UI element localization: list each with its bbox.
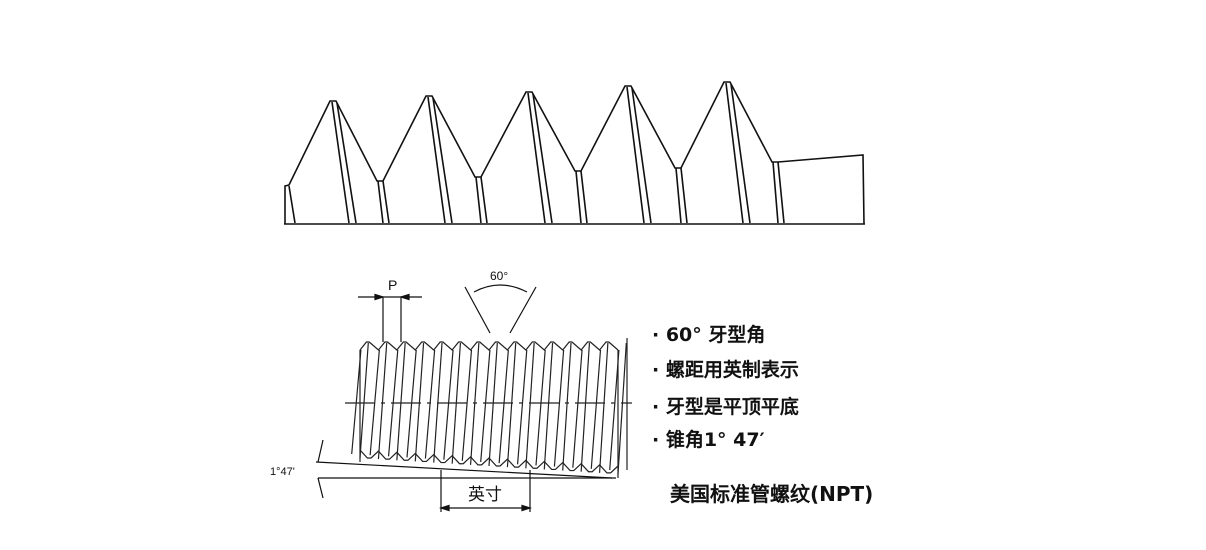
thread-crest-top <box>359 341 619 351</box>
thread-angle-label: 60° <box>490 269 508 283</box>
root-flank-line <box>675 167 682 224</box>
thread-helix-line <box>488 342 498 467</box>
root-flank-line <box>680 167 688 224</box>
thread-helix-line <box>553 349 565 467</box>
thread-helix-line <box>461 349 473 461</box>
root-flank-line <box>772 161 779 224</box>
root-flank-line <box>377 180 384 224</box>
root-flank-line <box>480 176 488 224</box>
taper-angle-label: 1°47' <box>270 466 295 478</box>
thread-helix-line <box>580 342 591 472</box>
root-flank-line <box>288 185 296 224</box>
root-flank-line <box>382 180 390 224</box>
thread-helix-line <box>506 342 517 468</box>
tapered-thread-body <box>345 338 632 478</box>
thread-helix-line <box>572 349 583 468</box>
root-flank-line <box>777 161 785 224</box>
thread-helix-line <box>543 342 554 470</box>
thread-helix-line <box>351 349 362 455</box>
thread-helix-line <box>525 342 535 469</box>
thread-helix-line <box>396 342 406 461</box>
thread-helix-line <box>469 342 480 465</box>
crest-flank-line <box>725 82 744 224</box>
inch-label: 英寸 <box>468 485 502 504</box>
thread-helix-line <box>406 349 417 458</box>
feature-pitch-imperial: · 螺距用英制表示 <box>652 359 799 381</box>
root-flank-line <box>580 170 588 224</box>
thread-helix-line <box>590 349 602 469</box>
feature-flat-crest-root: · 牙型是平顶平底 <box>652 396 799 418</box>
crest-flank-line <box>527 92 546 224</box>
thread-helix-line <box>598 342 609 473</box>
thread-helix-line <box>498 349 509 464</box>
crest-flank-line <box>631 87 652 224</box>
diagram-title: 美国标准管螺纹(NPT) <box>670 482 874 506</box>
thread-profile-top <box>284 81 865 225</box>
root-flank-line <box>475 176 482 224</box>
crest-flank-line <box>331 101 350 224</box>
crest-flank-line <box>336 102 357 224</box>
thread-helix-line <box>609 349 620 471</box>
crest-flank-line <box>427 96 446 224</box>
thread-helix-line <box>562 342 572 471</box>
thread-helix-line <box>443 349 454 460</box>
crest-flank-line <box>626 86 645 224</box>
crest-flank-line <box>432 97 453 224</box>
inch-dimension: 英寸 <box>438 470 533 512</box>
crest-flank-line <box>730 83 751 224</box>
root-flank-line <box>575 170 582 224</box>
pitch-dimension: P <box>358 277 422 342</box>
thread-helix-line <box>516 349 528 465</box>
thread-helix-line <box>535 349 546 466</box>
profile-outline <box>284 81 865 225</box>
taper-dimension: 1°47' <box>270 439 616 499</box>
crest-flank-line <box>532 93 553 224</box>
feature-taper-angle: · 锥角1° 47′ <box>652 429 765 451</box>
thread-helix-line <box>617 342 627 475</box>
thread-helix-line <box>480 349 491 463</box>
feature-thread-angle: · 60° 牙型角 <box>652 324 766 346</box>
thread-helix-line <box>424 349 436 459</box>
thread-helix-line <box>359 342 369 459</box>
thread-helix-line <box>377 342 388 460</box>
thread-helix-line <box>414 342 425 462</box>
pitch-label: P <box>388 277 397 293</box>
thread-angle-dimension: 60° <box>464 269 537 334</box>
